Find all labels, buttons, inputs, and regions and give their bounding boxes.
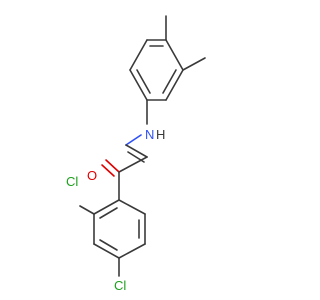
molecule-drawing: N H O Cl Cl	[66, 15, 206, 293]
bond-ring1-e	[129, 39, 148, 71]
bond-ring1-a	[165, 39, 184, 71]
bond-ring2-f	[93, 199, 120, 215]
atom-n-label: N	[145, 127, 154, 142]
bond-ring1-d	[129, 69, 148, 101]
bond-methyl-right	[182, 57, 206, 71]
bond-ring2-double-3	[99, 207, 118, 219]
bond-ring2-c	[118, 243, 146, 259]
bond-c-c-vinyl	[125, 144, 148, 158]
bond-ring2-d	[93, 243, 120, 259]
dichlorophenyl-ring	[79, 199, 146, 277]
bond-ortho-cl	[79, 205, 95, 215]
atom-h-label: H	[156, 127, 165, 142]
bond-ring2-a	[118, 199, 146, 215]
bond-ring1-b	[165, 69, 184, 101]
bond-n-to-ch	[125, 134, 142, 146]
bond-ring1-double-2	[162, 69, 177, 94]
structure-diagram: N H O Cl Cl	[66, 15, 206, 293]
atom-o-label: O	[87, 168, 97, 183]
bond-ring2-double-2	[99, 239, 118, 251]
bond-vinyl-to-carbonyl	[118, 156, 148, 173]
bond-ring1-double-3	[136, 69, 151, 94]
bond-carbonyl-2	[101, 164, 115, 177]
bond-carbonyl-1	[105, 159, 120, 173]
dimethylphenyl-ring	[129, 15, 206, 125]
enaminone-chain	[101, 134, 148, 201]
atom-cl-ortho-label: Cl	[66, 174, 78, 189]
atom-cl-para-label: Cl	[114, 278, 126, 293]
